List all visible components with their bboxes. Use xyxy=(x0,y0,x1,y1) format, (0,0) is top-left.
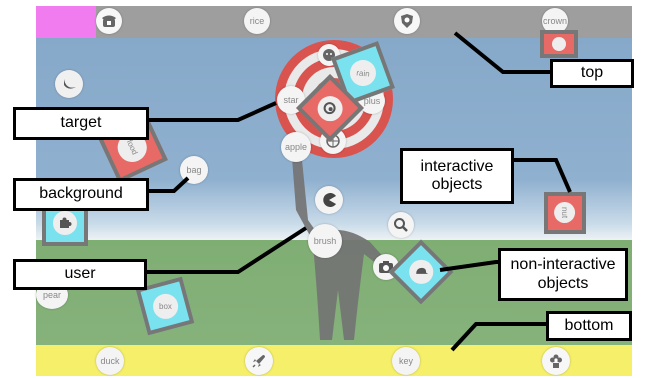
scene-item-apple[interactable]: apple xyxy=(281,132,311,162)
callout-bottom: bottom xyxy=(546,311,632,341)
telephone-icon[interactable] xyxy=(96,8,122,34)
top-bar-accent xyxy=(36,6,96,38)
bottom-item-key-label: key xyxy=(398,356,413,366)
scene-item-bag-label: bag xyxy=(186,165,202,175)
rocket-icon[interactable] xyxy=(245,347,273,375)
top-item-rice[interactable]: rice xyxy=(244,8,270,34)
bottom-item-duck[interactable]: duck xyxy=(96,347,124,375)
scene-item-star-label: star xyxy=(283,95,299,105)
callout-background: background xyxy=(13,178,149,211)
bottom-bar xyxy=(36,345,632,376)
top-item-crown[interactable]: crown xyxy=(542,8,568,34)
callout-user: user xyxy=(13,259,147,290)
callout-top: top xyxy=(550,59,634,88)
card-crown-badge xyxy=(552,37,566,51)
top-bar xyxy=(36,6,632,38)
flower-icon[interactable] xyxy=(542,347,570,375)
top-item-rice-label: rice xyxy=(249,16,265,26)
scene-item-brush-label: brush xyxy=(313,236,337,246)
callout-interactive-objects: interactive objects xyxy=(400,148,514,204)
callout-interactive-text: interactive objects xyxy=(420,157,494,193)
search-icon[interactable] xyxy=(388,212,414,238)
card-nut[interactable]: nut xyxy=(544,192,586,234)
card-crown-partial[interactable] xyxy=(540,30,578,58)
scene-item-pear-label: pear xyxy=(42,290,61,300)
top-item-crown-label: crown xyxy=(542,16,567,26)
card-target-center[interactable] xyxy=(296,74,364,142)
puzzle-icon xyxy=(53,211,77,235)
callout-target-text: target xyxy=(60,114,102,132)
callout-target: target xyxy=(13,107,149,140)
callout-noninteractive-text: non-interactive objects xyxy=(510,256,616,292)
shield-icon[interactable] xyxy=(394,8,420,34)
pacman-icon[interactable] xyxy=(315,186,343,214)
cap-icon xyxy=(409,260,433,284)
callout-top-text: top xyxy=(580,64,604,82)
bottom-item-key[interactable]: key xyxy=(392,347,420,375)
card-cap[interactable] xyxy=(388,239,454,305)
scene-item-brush[interactable]: brush xyxy=(308,224,342,258)
callout-non-interactive-objects: non-interactive objects xyxy=(498,248,628,301)
target-center-icon xyxy=(317,95,343,121)
callout-user-text: user xyxy=(64,265,96,283)
bottom-item-duck-label: duck xyxy=(100,356,120,366)
scene-item-apple-label: apple xyxy=(284,142,308,152)
scene-item-plus-label: plus xyxy=(363,96,381,106)
user-silhouette xyxy=(292,158,388,340)
callout-background-text: background xyxy=(39,185,123,203)
callout-bottom-text: bottom xyxy=(564,316,614,334)
moon-icon[interactable] xyxy=(55,70,83,98)
